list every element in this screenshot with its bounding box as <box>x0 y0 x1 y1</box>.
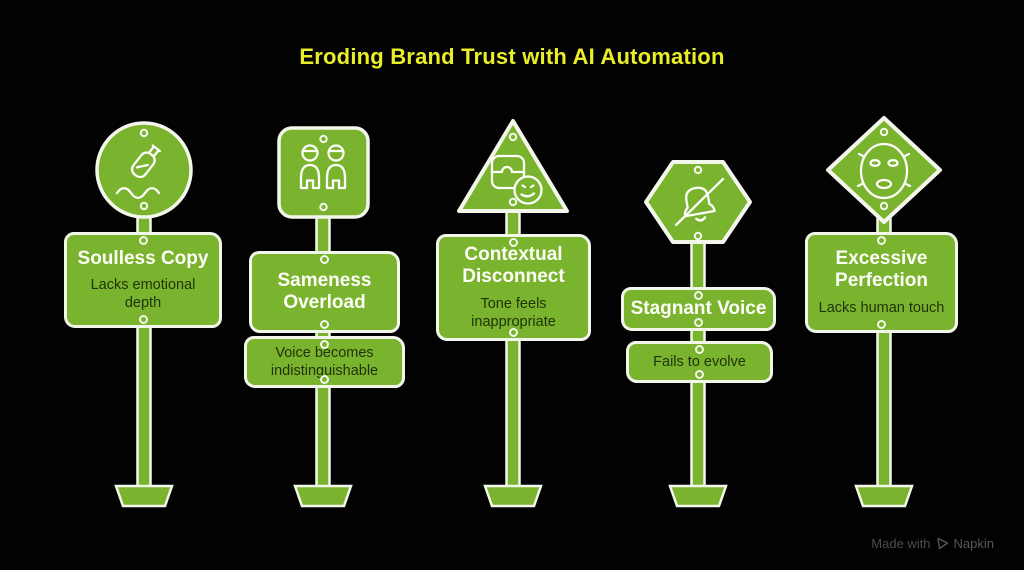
puzzle-smiley-icon <box>490 154 543 205</box>
sign-subtitle: Tone feels inappropriate <box>471 295 556 330</box>
screw-icon <box>319 134 328 144</box>
pole-base <box>114 484 174 508</box>
screw-icon <box>693 231 703 241</box>
signpost-soulless-copy <box>95 121 193 508</box>
screw-icon <box>695 345 704 354</box>
screw-icon <box>320 320 329 329</box>
screw-icon <box>509 238 518 247</box>
screw-icon <box>879 127 889 137</box>
sign-title: Contextual Disconnect <box>462 243 565 288</box>
sign-subtitle: Voice becomes indistinguishable <box>270 344 379 379</box>
pole-base <box>483 484 543 508</box>
sign-shape-square <box>277 126 370 219</box>
signpost-stagnant-voice <box>644 160 752 508</box>
sign-subtitle: Lacks human touch <box>818 299 945 316</box>
bell-slash-icon <box>674 177 725 227</box>
screw-icon <box>693 165 703 175</box>
page-title: Eroding Brand Trust with AI Automation <box>299 44 725 69</box>
pole-base <box>668 484 728 508</box>
screw-icon <box>879 201 889 211</box>
sign-subtitle: Lacks emotional depth <box>90 277 196 312</box>
screw-icon <box>319 202 328 212</box>
sign-shape-circle <box>95 121 193 219</box>
screw-icon <box>877 236 886 245</box>
sign-panel-sameness-overload-title: Sameness Overload <box>249 251 400 333</box>
sign-panel-contextual-disconnect: Contextual Disconnect Tone feels inappro… <box>436 234 591 341</box>
screw-icon <box>694 291 703 300</box>
sign-title: Sameness Overload <box>277 269 372 313</box>
two-people-icon <box>299 144 347 190</box>
sign-title: Soulless Copy <box>77 247 209 269</box>
screw-icon <box>695 370 704 379</box>
screw-icon <box>320 255 329 264</box>
sign-subtitle: Fails to evolve <box>653 353 746 370</box>
sign-panel-sameness-overload-subtitle: Voice becomes indistinguishable <box>244 336 405 388</box>
screw-icon <box>508 197 518 207</box>
screw-icon <box>508 132 518 142</box>
screw-icon <box>509 328 518 337</box>
screw-icon <box>139 201 149 211</box>
pole-base <box>293 484 353 508</box>
screw-icon <box>320 340 329 349</box>
face-mask-icon <box>856 142 912 200</box>
napkin-logo-icon <box>936 537 948 550</box>
sign-panel-stagnant-voice-title: Stagnant Voice <box>621 287 776 331</box>
sign-shape-diamond <box>826 116 942 224</box>
screw-icon <box>694 318 703 327</box>
sign-title: Excessive Perfection <box>835 248 928 292</box>
signpost-excessive-perfection <box>826 116 942 508</box>
sign-panel-excessive-perfection: Excessive Perfection Lacks human touch <box>805 232 958 333</box>
screw-icon <box>320 375 329 384</box>
sign-panel-soulless-copy: Soulless Copy Lacks emotional depth <box>64 232 222 328</box>
sign-title: Stagnant Voice <box>630 297 767 319</box>
sign-panel-stagnant-voice-subtitle: Fails to evolve <box>626 341 773 383</box>
screw-icon <box>877 320 886 329</box>
pole-base <box>854 484 914 508</box>
screw-icon <box>139 128 149 138</box>
watermark-made-with: Made with <box>871 536 931 551</box>
watermark: Made with Napkin <box>871 536 994 551</box>
screw-icon <box>138 315 148 324</box>
watermark-brand: Napkin <box>953 536 994 551</box>
message-in-bottle-icon <box>115 144 162 200</box>
screw-icon <box>138 236 148 245</box>
